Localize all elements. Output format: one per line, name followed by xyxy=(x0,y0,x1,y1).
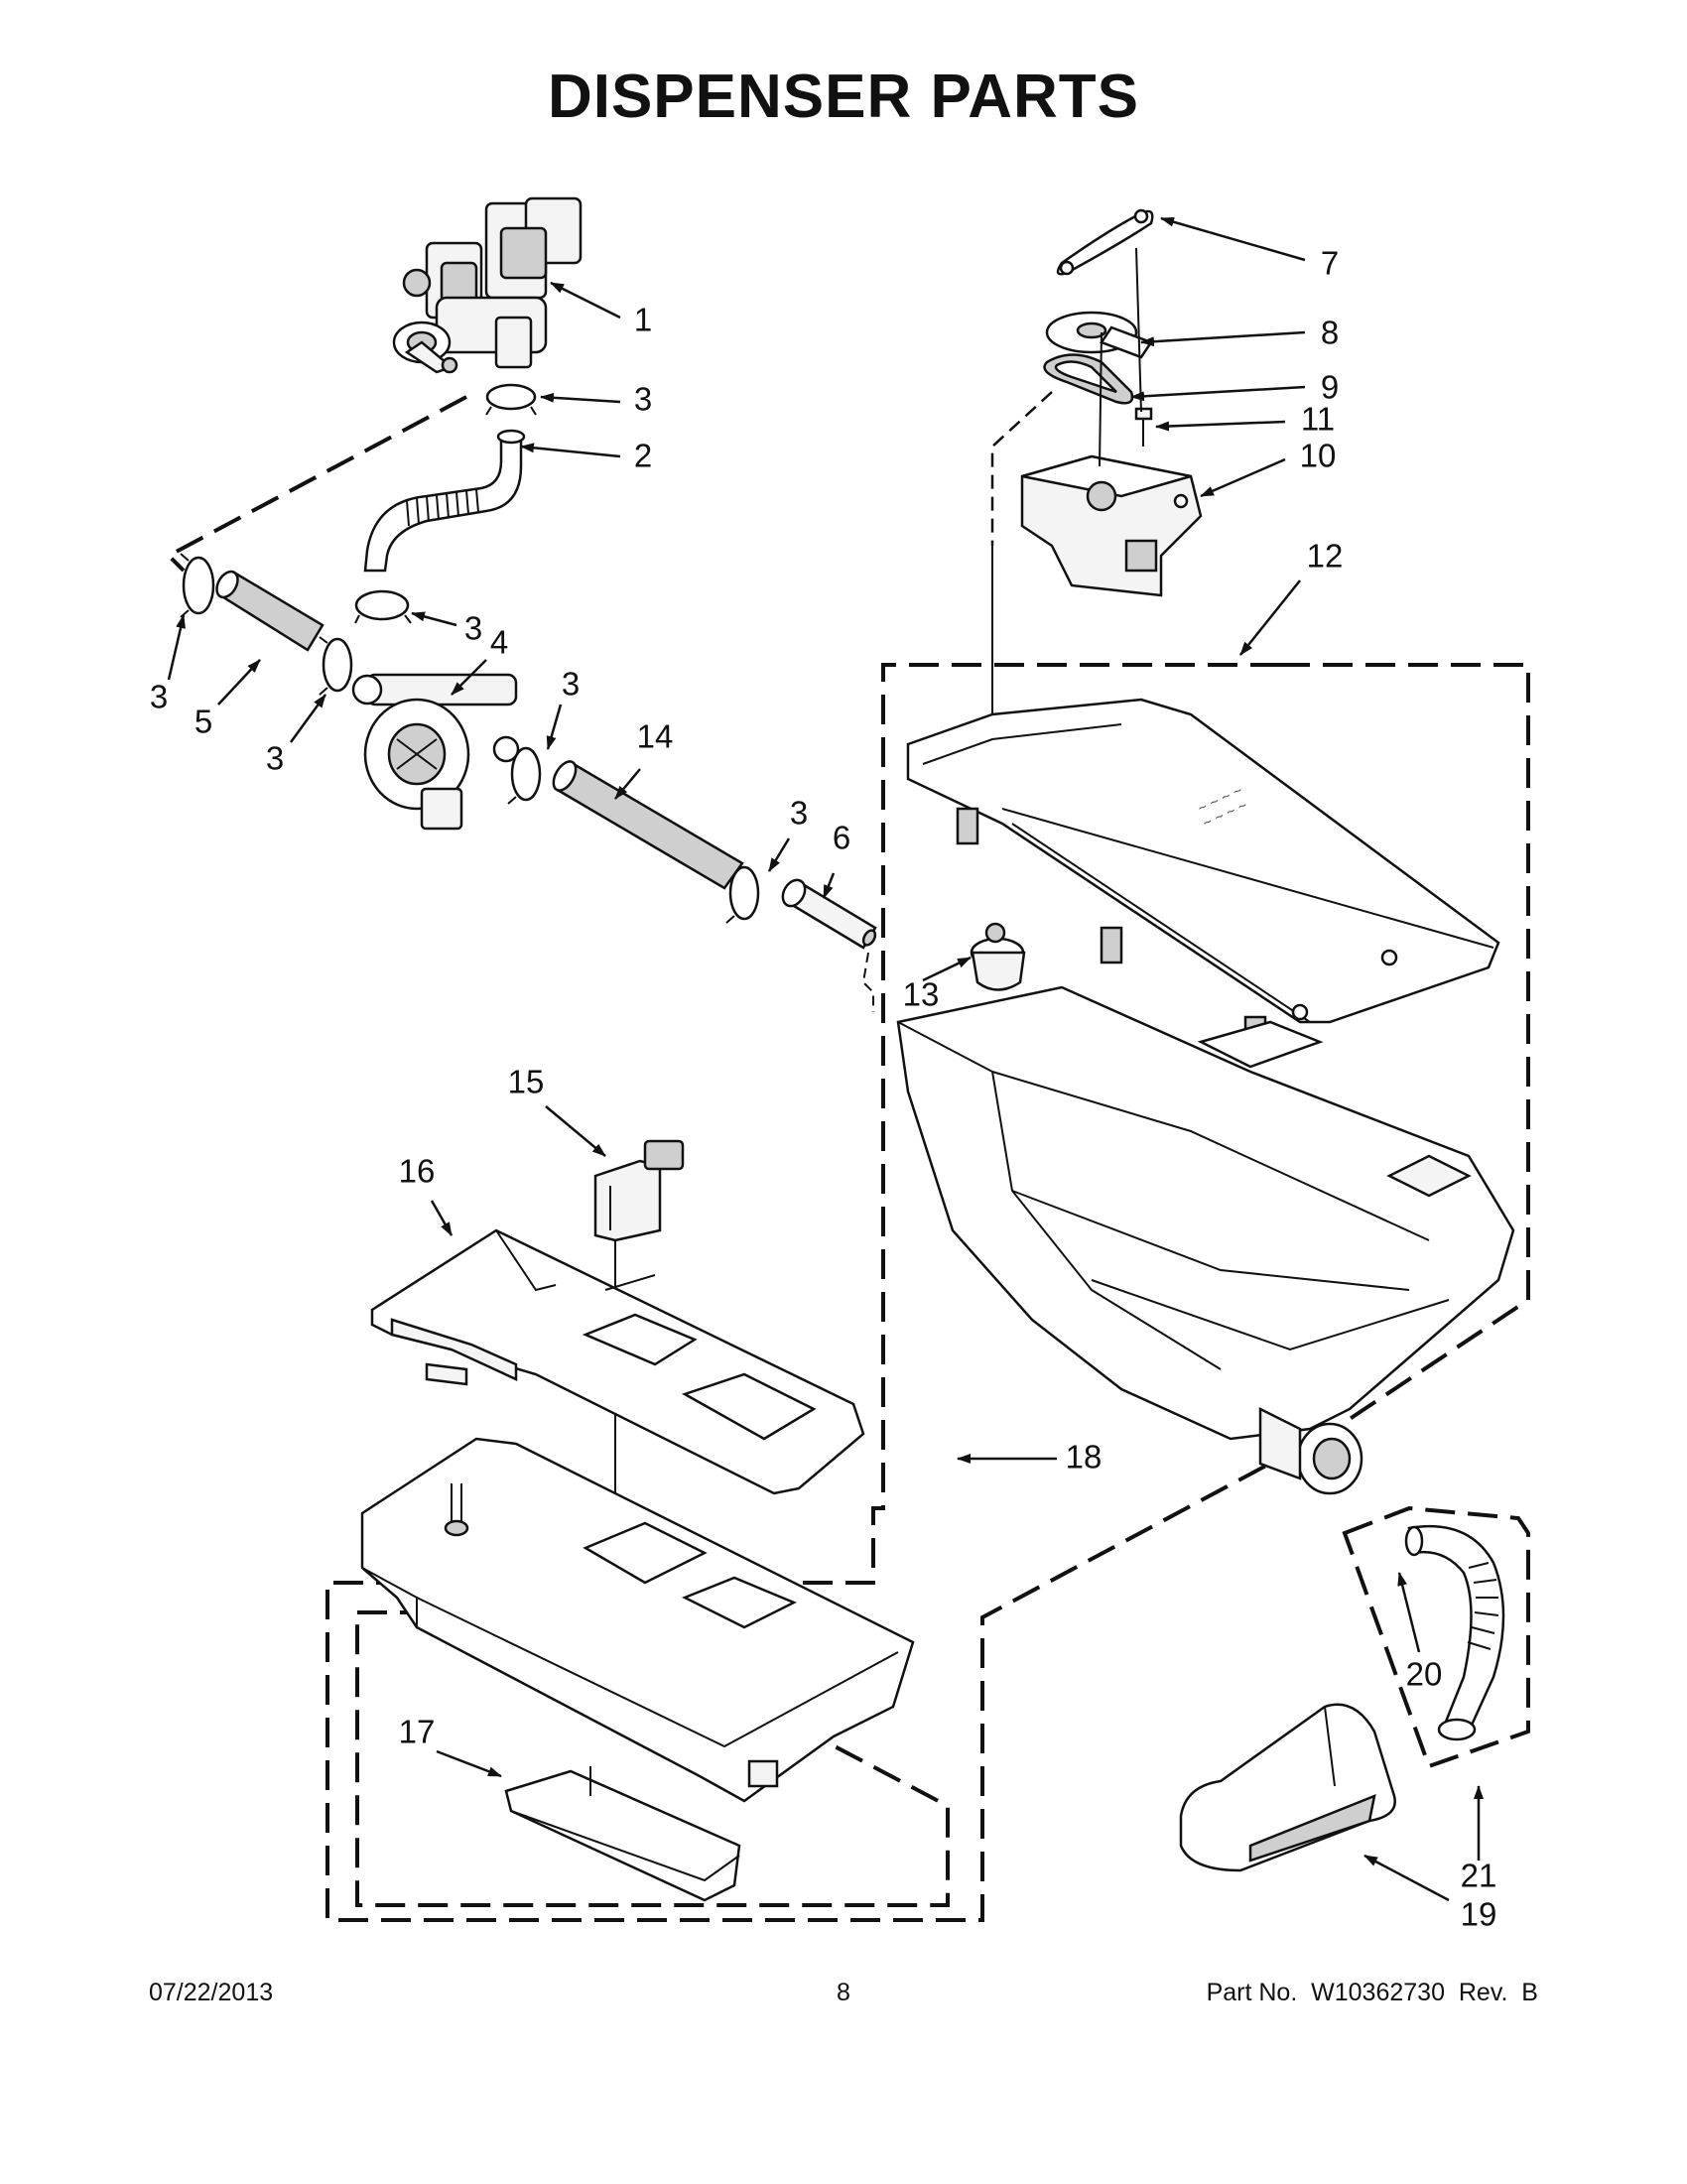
callout-4: 4 xyxy=(490,624,508,661)
callout-1: 1 xyxy=(634,302,652,338)
level-sensor xyxy=(593,1139,685,1242)
vent-valve xyxy=(351,673,520,831)
callout-12: 12 xyxy=(1307,538,1344,575)
footer-page-number: 8 xyxy=(837,1979,850,2006)
callout-3: 3 xyxy=(464,610,482,647)
callout-3: 3 xyxy=(634,381,652,418)
hose-clamp xyxy=(354,589,412,624)
hose-clamp-group xyxy=(180,383,760,924)
hose-clamp xyxy=(725,864,760,924)
hose-clamp xyxy=(180,553,215,618)
inlet-hose xyxy=(363,429,526,573)
callout-9: 9 xyxy=(1321,369,1339,406)
footer-date: 07/22/2013 xyxy=(149,1979,274,2006)
dispenser-motor xyxy=(1020,454,1203,597)
gasket xyxy=(1043,353,1134,405)
motor-bracket xyxy=(1056,208,1154,276)
callout-20: 20 xyxy=(1406,1656,1443,1693)
drawer-handle xyxy=(1179,1703,1396,1872)
hose-connection-lines xyxy=(165,395,874,1012)
dispenser-housing-top: ~ ~ ~ ~ ~ ~ ~ ~ xyxy=(906,698,1500,1054)
cam-plate xyxy=(1045,311,1153,359)
callout-3: 3 xyxy=(150,679,168,715)
pressure-fitting xyxy=(970,922,1026,991)
inlet-water-valve xyxy=(392,196,583,374)
dispenser-housing-body xyxy=(896,985,1515,1495)
long-hose xyxy=(552,760,744,890)
drawer-insert xyxy=(504,1766,741,1902)
callout-17: 17 xyxy=(399,1714,436,1750)
callout-labels: 1 2 3 3 3 3 3 3 4 5 6 7 8 9 11 10 12 13 … xyxy=(150,245,1497,1933)
callout-19: 19 xyxy=(1461,1896,1497,1933)
footer-part-number: Part No. W10362730 Rev. B xyxy=(1206,1979,1538,2006)
assembly-12-boundary xyxy=(325,663,1530,1922)
callout-5: 5 xyxy=(195,704,212,740)
callout-14: 14 xyxy=(637,718,674,755)
callout-8: 8 xyxy=(1321,315,1339,351)
callout-3: 3 xyxy=(562,666,580,703)
callout-2: 2 xyxy=(634,438,652,474)
dispenser-drawer-tray xyxy=(360,1437,915,1803)
callout-10: 10 xyxy=(1300,438,1337,474)
hose-connector xyxy=(781,878,877,950)
hose-clamp xyxy=(485,383,537,416)
callout-3: 3 xyxy=(790,795,808,832)
leader-arrows xyxy=(167,216,1484,1902)
screw xyxy=(1134,407,1153,447)
callout-18: 18 xyxy=(1066,1439,1103,1476)
dispenser-drawer-cover xyxy=(370,1228,865,1495)
callout-13: 13 xyxy=(903,976,940,1013)
callout-21: 21 xyxy=(1461,1858,1497,1894)
page-title: DISPENSER PARTS xyxy=(547,63,1140,131)
callout-11: 11 xyxy=(1301,401,1335,438)
callout-3: 3 xyxy=(266,740,284,777)
callout-6: 6 xyxy=(833,820,850,856)
short-hose xyxy=(215,570,324,652)
callout-15: 15 xyxy=(508,1064,545,1100)
callout-7: 7 xyxy=(1321,245,1339,282)
vent-hose xyxy=(1404,1524,1505,1741)
hose-clamp xyxy=(319,636,353,696)
callout-16: 16 xyxy=(399,1153,436,1190)
assembly-21-boundary xyxy=(1342,1505,1530,1769)
